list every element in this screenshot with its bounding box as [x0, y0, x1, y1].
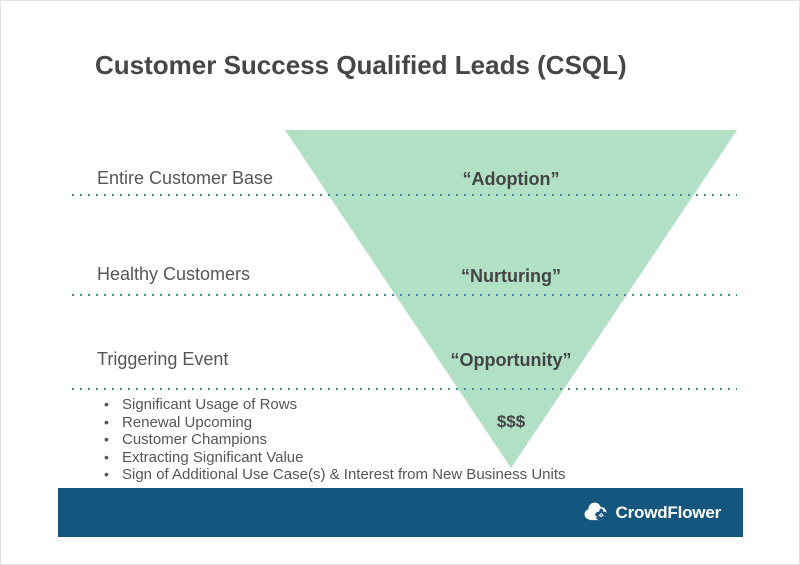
crowdflower-cloud-flower-icon — [584, 502, 607, 521]
list-item: Sign of Additional Use Case(s) & Interes… — [100, 466, 566, 484]
stage-left-label-entire-customer-base: Entire Customer Base — [97, 168, 274, 188]
stage-left-label-healthy-customers: Healthy Customers — [97, 264, 251, 284]
footer-bar: CrowdFlower — [58, 488, 743, 537]
triggering-event-criteria-list: Significant Usage of Rows Renewal Upcomi… — [100, 396, 566, 484]
funnel-stage-label-nurturing: “Nurturing” — [461, 266, 561, 286]
inverted-triangle-shape — [285, 130, 737, 468]
list-item: Customer Champions — [100, 431, 566, 449]
funnel-stage-label-adoption: “Adoption” — [462, 169, 560, 189]
divider-dotted-line-3 — [72, 388, 737, 390]
list-item: Significant Usage of Rows — [100, 396, 566, 414]
funnel-stage-label-opportunity: “Opportunity” — [450, 350, 572, 370]
stage-left-label-triggering-event: Triggering Event — [97, 349, 229, 369]
divider-dotted-line-1 — [72, 194, 737, 196]
brand-name: CrowdFlower — [615, 502, 722, 522]
page-title: Customer Success Qualified Leads (CSQL) — [95, 50, 627, 80]
list-item: Extracting Significant Value — [100, 449, 566, 467]
divider-dotted-line-2 — [72, 294, 737, 296]
brand-logo: CrowdFlower — [583, 501, 721, 524]
list-item: Renewal Upcoming — [100, 414, 566, 432]
